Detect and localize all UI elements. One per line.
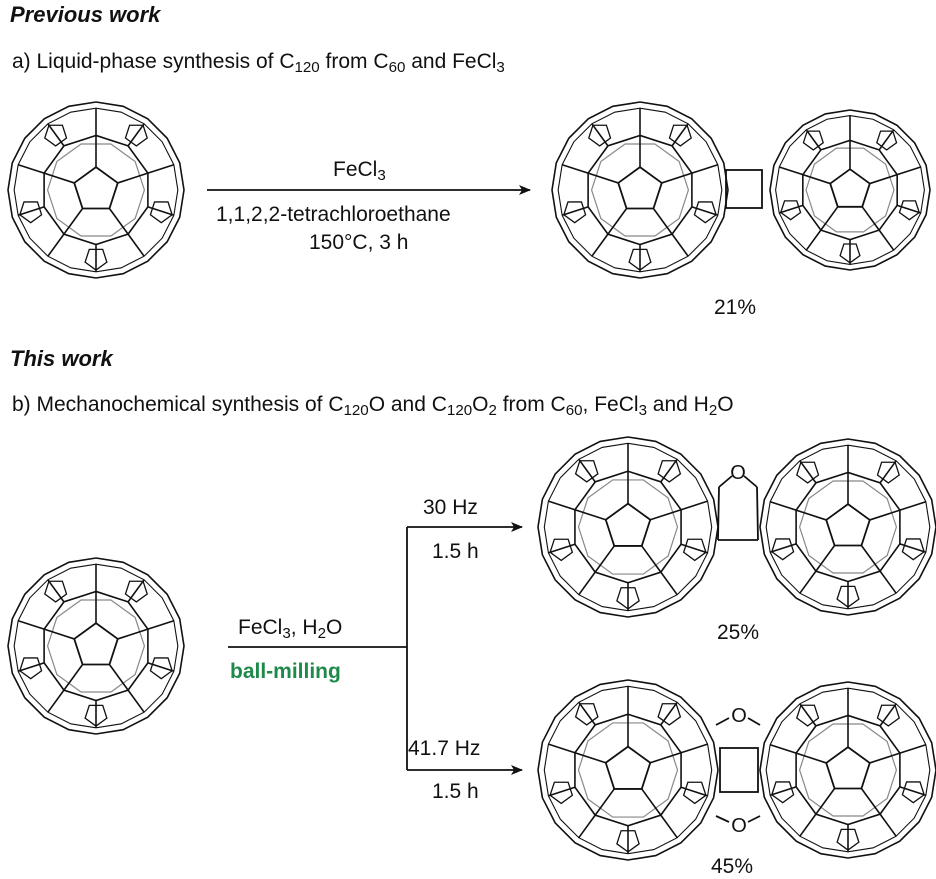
branch-bottom-yield: 45% — [711, 855, 754, 878]
this-work-heading: This work — [10, 346, 113, 371]
branch-top-time: 1.5 h — [432, 540, 479, 563]
fullerene-c120o-right — [759, 438, 936, 616]
branch-top-frequency: 30 Hz — [423, 496, 478, 519]
fullerene-c120-left-a — [551, 101, 729, 279]
reaction-b-branch-arrows — [228, 522, 523, 775]
reaction-a-solvent: 1,1,2,2-tetrachloroethane — [216, 203, 451, 226]
furan-oxygen-label: O — [730, 462, 746, 484]
section-a-caption: a) Liquid-phase synthesis of C120 from C… — [12, 50, 505, 77]
previous-work-heading: Previous work — [10, 2, 161, 27]
reaction-a-yield: 21% — [714, 296, 757, 319]
furan-linker-top — [717, 475, 759, 541]
fullerene-c120o-left — [537, 436, 719, 618]
fullerene-c120o2-right — [759, 681, 936, 859]
fullerene-c60-reactant-b — [7, 557, 185, 735]
reaction-a-reagent: FeCl3 — [333, 158, 386, 185]
cyclobutane-linker-a — [725, 169, 763, 209]
dioxolane-linker-bottom — [715, 717, 761, 823]
reaction-a-temp-time: 150°C, 3 h — [309, 231, 409, 254]
branch-bottom-time: 1.5 h — [432, 780, 479, 803]
reaction-b-reagents: FeCl3, H2O — [238, 616, 343, 643]
fullerene-c120-right-a — [769, 109, 931, 271]
dioxolane-oxygen-bottom-label: O — [731, 815, 747, 837]
branch-top-yield: 25% — [717, 621, 760, 644]
ball-milling-label: ball-milling — [230, 660, 341, 683]
branch-bottom-frequency: 41.7 Hz — [408, 737, 481, 760]
dioxolane-oxygen-top-label: O — [731, 705, 747, 727]
section-b-caption: b) Mechanochemical synthesis of C120O an… — [12, 393, 734, 420]
fullerene-c60-reactant-a — [7, 101, 185, 279]
fullerene-c120o2-left — [537, 679, 719, 861]
